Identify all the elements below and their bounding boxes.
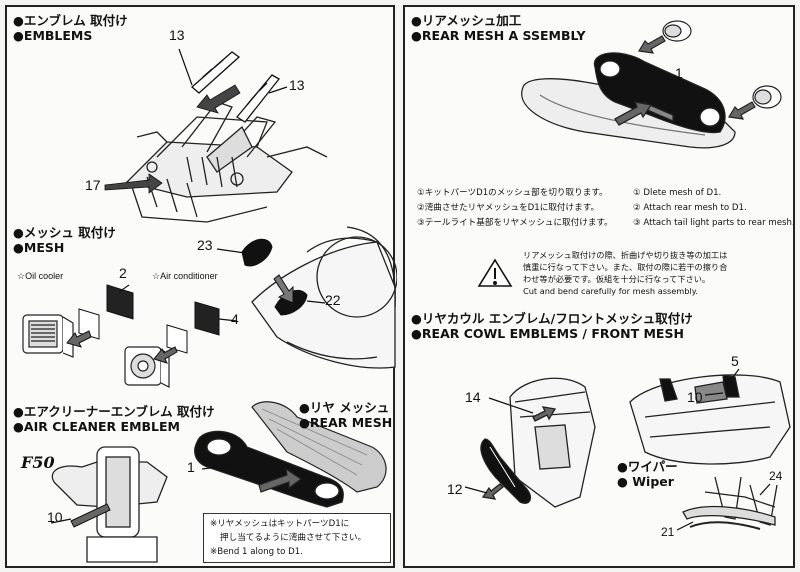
part-23-label: 23 [197, 237, 213, 253]
f50-logo: F50 [21, 453, 55, 472]
f50-emblem-part [70, 503, 111, 528]
step-jp-3: ③テールライト基部をリヤメッシュに取付けます。 [417, 218, 613, 228]
step-jp-1: ①キットパーツD1のメッシュ部を切り取ります。 [417, 188, 608, 198]
wiper-title-en: ● Wiper [617, 474, 674, 489]
part-10-leader-front [704, 392, 724, 396]
front-intake-illustration [251, 226, 397, 369]
part-13-label-b: 13 [289, 77, 305, 93]
rear-mesh-assembly-illustration [521, 52, 736, 149]
emblems-title-en: ●EMBLEMS [13, 28, 93, 43]
part-12-leader [464, 486, 488, 494]
tail-light-part-left [638, 20, 692, 54]
wiper-illustration [682, 476, 778, 530]
rear-cowl-car-illustration [480, 377, 596, 508]
step-jp-2: ②湾曲させたリヤメッシュをD1に取付けます。 [417, 203, 600, 213]
intake-mesh-22 [273, 274, 308, 316]
step-en-1: ① Dlete mesh of D1. [633, 188, 722, 198]
part-21-leader [676, 521, 694, 531]
mesh-title-en: ●MESH [13, 240, 65, 255]
part-12-label: 12 [447, 481, 463, 497]
rear-mesh-leader [666, 82, 682, 98]
left-panel: ●エンブレム 取付け ●EMBLEMS 13 13 17 ●メッシュ 取付け ●… [5, 5, 397, 568]
mesh-title-jp: ●メッシュ 取付け [13, 225, 116, 240]
oil-cooler-mesh-part [66, 284, 134, 348]
left-illustrations [22, 48, 397, 563]
tail-light-part-right [728, 85, 782, 120]
bend-note-jp-1: ※リヤメッシュはキットパーツD1に [210, 519, 350, 529]
rear-mesh-small-title-jp: ●リヤ メッシュ [299, 400, 390, 415]
step-en-3: ③ Attach tail light parts to rear mesh. [633, 218, 795, 228]
caution-icon [477, 258, 513, 287]
part-5-label: 5 [731, 353, 739, 369]
emblem-part-13b [236, 74, 280, 123]
step-en-2: ② Attach rear mesh to D1. [633, 203, 747, 213]
rear-mesh-title-en: ●REAR MESH A SSEMBLY [411, 28, 586, 43]
bend-note-en: ※Bend 1 along to D1. [210, 547, 303, 557]
oil-cooler-label: ☆Oil cooler [17, 271, 64, 281]
rear-mesh-title-jp: ●リアメッシュ加工 [411, 13, 522, 28]
part-4-label: 4 [231, 311, 239, 327]
emblem-part-13a [191, 51, 241, 94]
air-conditioner-mesh-part [153, 301, 220, 364]
part-21-label: 21 [661, 525, 675, 539]
part-14-leader [488, 397, 534, 414]
rear-mesh-small-title-en: ●REAR MESH [299, 415, 393, 430]
rear-cowl-title-jp: ●リヤカウル エンブレム/フロントメッシュ取付け [411, 311, 693, 326]
air-cleaner-title-jp: ●エアクリーナーエンブレム 取付け [13, 404, 215, 419]
wiper-title-jp: ●ワイパー [617, 459, 678, 474]
part-22-label: 22 [325, 292, 341, 308]
part-13-label-a: 13 [169, 27, 185, 43]
part-14-label: 14 [465, 389, 481, 405]
caution-en: Cut and bend carefully for mesh assembly… [523, 286, 699, 296]
emblem-arrows [104, 84, 241, 194]
part-1-label-small: 1 [187, 459, 195, 475]
air-cleaner-title-en: ●AIR CLEANER EMBLEM [13, 419, 180, 434]
rear-mesh-small-illustration [194, 401, 387, 508]
oil-cooler-illustration [22, 314, 74, 358]
part-17-label: 17 [85, 177, 101, 193]
right-illustrations [464, 20, 791, 531]
part-10-front-label: 10 [687, 389, 703, 405]
engine-bay-illustration [125, 101, 328, 223]
emblem-leaders [178, 48, 288, 94]
air-cleaner-illustration [51, 446, 168, 563]
air-conditioner-label: ☆Air conditioner [152, 271, 218, 281]
part-24-leader [759, 483, 771, 496]
caution-jp-2: 慎重に行なって下さい。また、取付の際に若干の擦り合 [523, 262, 728, 272]
caution-jp-1: リアメッシュ取付けの際、折曲げや切り抜き等の加工は [523, 250, 728, 260]
caution-jp-3: わせ等が必要です。仮組を十分に行なって下さい。 [523, 274, 711, 284]
part-2-label: 2 [119, 265, 127, 281]
rear-mesh-part-1: 1 [675, 65, 683, 81]
bend-note-box: ※リヤメッシュはキットパーツD1に 押し当てるように湾曲させて下さい。 ※Ben… [203, 513, 391, 563]
bend-note-jp-2: 押し当てるように湾曲させて下さい。 [220, 533, 367, 543]
part-5-leader [726, 368, 740, 386]
mesh-leaders [50, 248, 326, 524]
right-panel: ●リアメッシュ加工 ●REAR MESH A SSEMBLY 1 ①キットパーツ… [403, 5, 795, 568]
front-nose-illustration [629, 374, 791, 465]
part-24-label: 24 [769, 469, 783, 483]
part-10-label: 10 [47, 509, 63, 525]
intake-mesh-23 [241, 238, 273, 267]
emblems-title-jp: ●エンブレム 取付け [13, 13, 128, 28]
rear-cowl-title-en: ●REAR COWL EMBLEMS / FRONT MESH [411, 326, 684, 341]
